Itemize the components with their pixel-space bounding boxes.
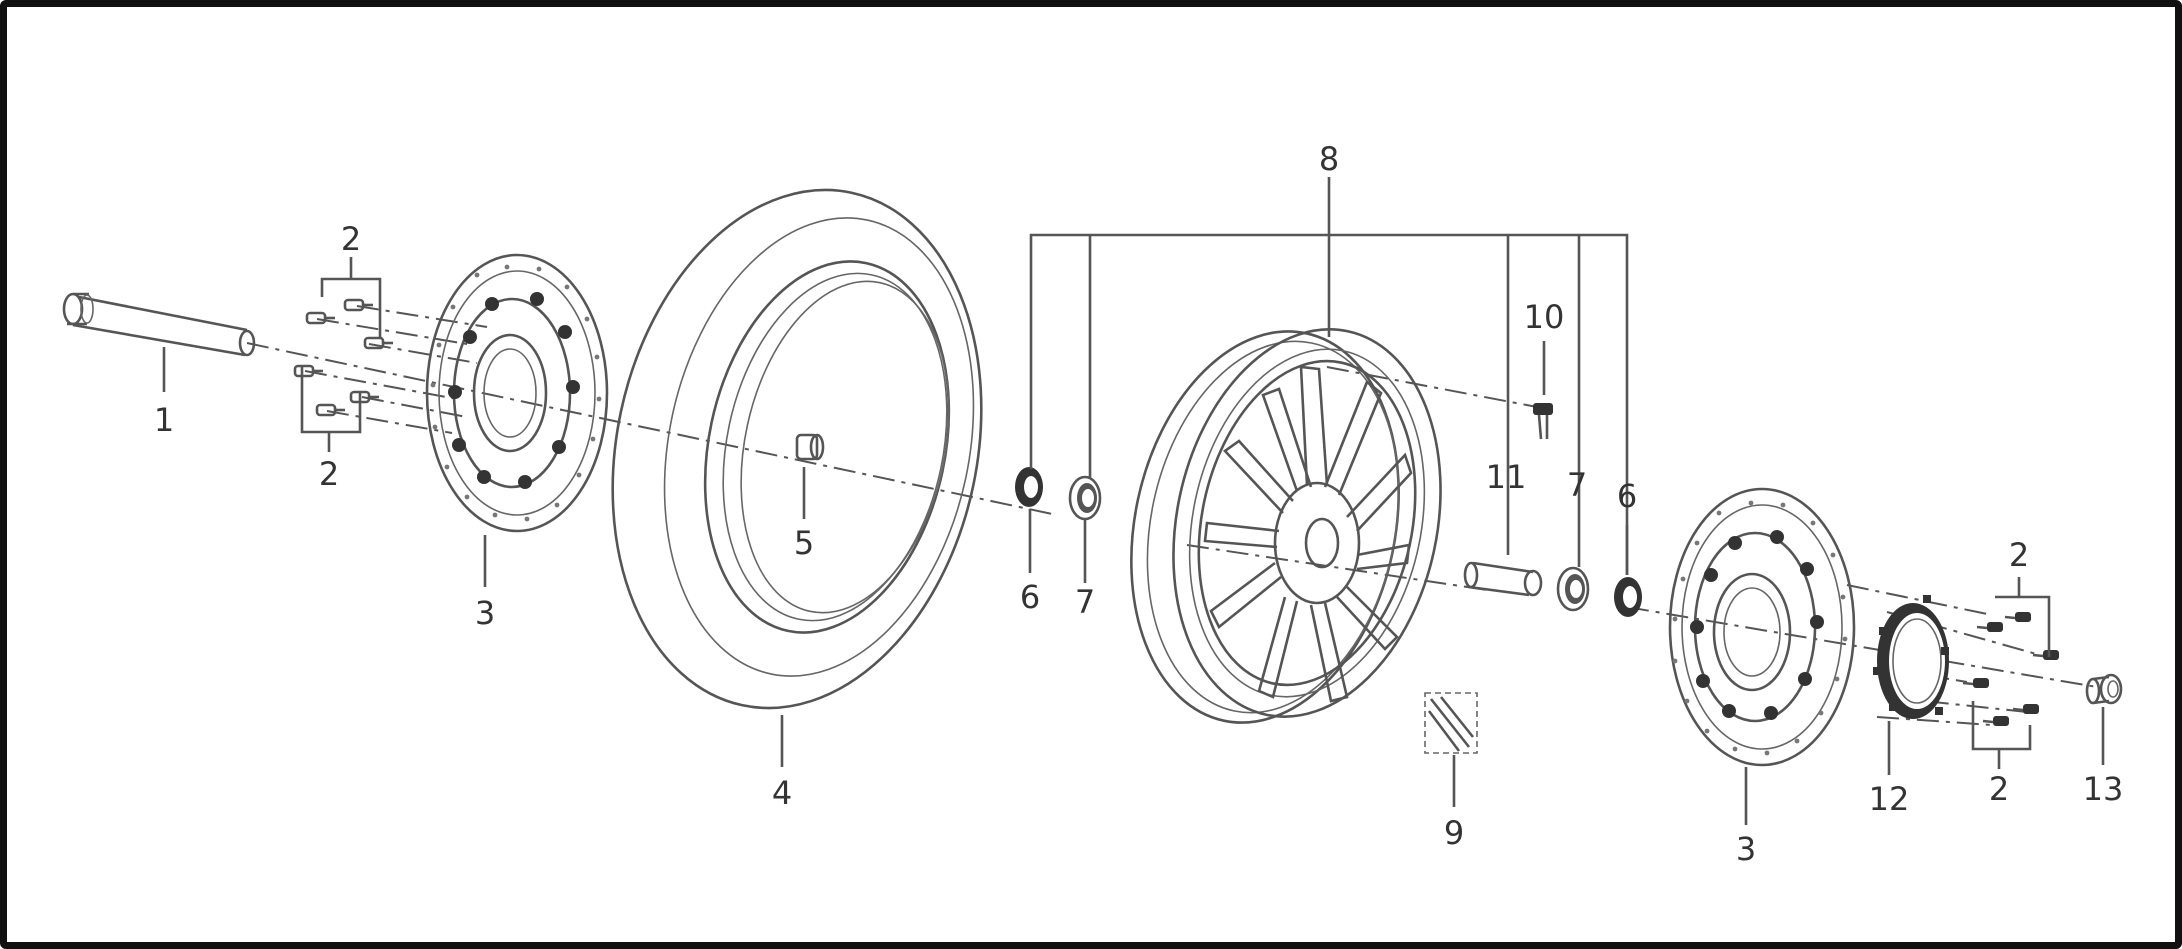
collar <box>2085 673 2123 705</box>
tyre <box>611 188 983 710</box>
bolt <box>1976 622 2003 632</box>
bolt <box>315 403 345 417</box>
bolt <box>293 364 323 378</box>
callout-7-left: 7 <box>1075 583 1095 621</box>
callout-12: 12 <box>1869 780 1910 818</box>
callout-2-bottom-right: 2 <box>1989 770 2009 808</box>
bolt <box>1982 716 2009 726</box>
callout-6-left: 6 <box>1020 578 1040 616</box>
callout-11: 11 <box>1486 458 1527 496</box>
callout-8: 8 <box>1319 140 1339 178</box>
callout-3-right: 3 <box>1736 830 1756 868</box>
drive-ring <box>1873 595 1949 719</box>
brake-disc-left <box>425 253 609 533</box>
bolt <box>2032 650 2059 660</box>
assembly-axis <box>246 342 2098 688</box>
callout-7-right: 7 <box>1567 466 1587 504</box>
bolt <box>305 311 335 325</box>
bolts-right <box>1962 612 2059 726</box>
bolt <box>343 298 373 312</box>
callout-2-bottom-left: 2 <box>319 455 339 493</box>
bolt <box>2012 704 2039 714</box>
balance-weight <box>1424 692 1478 754</box>
callout-6-right: 6 <box>1617 477 1637 515</box>
bolt <box>2004 612 2031 622</box>
callout-3-left: 3 <box>475 594 495 632</box>
bolt-projection-lines-left <box>304 305 488 434</box>
callout-2-top-left: 2 <box>341 220 361 258</box>
callout-labels: 1 2 2 3 4 5 6 7 8 9 10 11 7 6 3 12 2 2 1… <box>154 140 2124 868</box>
callout-4: 4 <box>772 774 792 812</box>
distance-tube <box>1463 561 1543 597</box>
bolt <box>1962 678 1989 688</box>
callout-9: 9 <box>1444 814 1464 852</box>
wheel-rim <box>1130 328 1442 724</box>
bolts-left <box>293 298 393 417</box>
bearing-right <box>1556 566 1590 612</box>
leader-lines <box>162 177 2105 825</box>
bearing-left <box>1068 475 1102 521</box>
oil-seal-left <box>1015 467 1043 507</box>
callout-1: 1 <box>154 401 174 439</box>
axle <box>62 292 256 357</box>
spacer <box>795 433 825 461</box>
valve <box>1533 403 1553 440</box>
exploded-wheel-diagram: 1 2 2 3 4 5 6 7 8 9 10 11 7 6 3 12 2 2 1… <box>62 140 2124 868</box>
callout-5: 5 <box>794 524 814 562</box>
oil-seal-right <box>1614 577 1642 617</box>
callout-10: 10 <box>1524 298 1565 336</box>
brake-disc-right <box>1668 487 1856 767</box>
callout-13: 13 <box>2083 770 2124 808</box>
callout-2-top-right: 2 <box>2009 536 2029 574</box>
bolt <box>363 336 393 350</box>
